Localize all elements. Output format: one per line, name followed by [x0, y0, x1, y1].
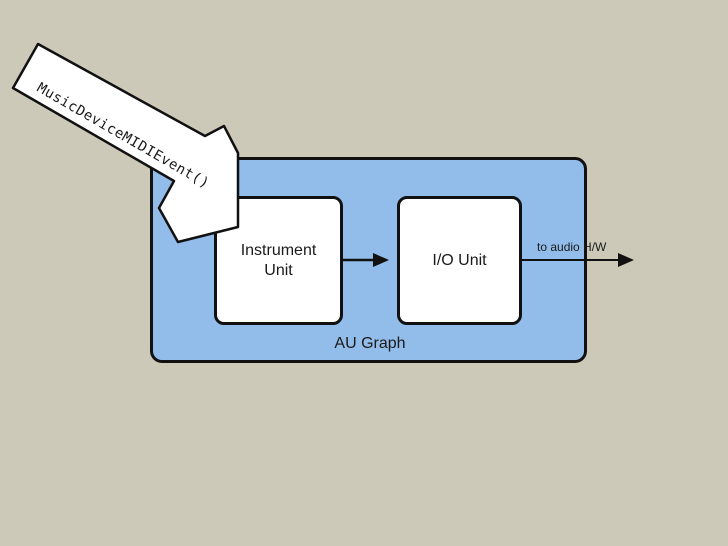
- midi-event-block-arrow: [11, 42, 240, 244]
- instrument-unit-label: Instrument Unit: [240, 241, 317, 279]
- instrument-to-io-arrowhead: [373, 253, 389, 267]
- au-graph-label: AU Graph: [334, 335, 406, 352]
- io-to-hw-arrowhead: [618, 253, 634, 267]
- to-audio-hw-label: to audio H/W: [537, 240, 607, 254]
- io-unit-label: I/O Unit: [432, 251, 487, 269]
- io-unit-box: I/O Unit: [397, 196, 522, 325]
